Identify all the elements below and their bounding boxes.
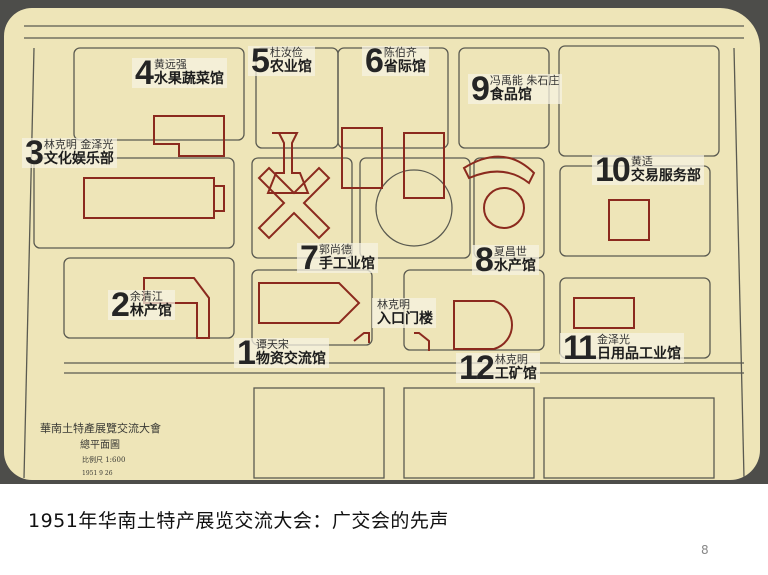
site-plan-map: 華南土特產展覽交流大會 總平面圖 比例尺 1:600 1951 9 26 4 黄… (4, 8, 760, 480)
pavilion-label-7: 7 郭尚德手工业馆 (297, 241, 378, 275)
pavilion-label-5: 5 杜汝俭农业馆 (248, 44, 315, 78)
map-date: 1951 9 26 (82, 470, 113, 477)
map-image-frame: 華南土特產展覽交流大會 總平面圖 比例尺 1:600 1951 9 26 4 黄… (0, 0, 768, 484)
pavilion-label-8: 8 夏昌世水产馆 (472, 243, 539, 277)
pavilion-label-1: 1 谭天宋物资交流馆 (234, 336, 329, 370)
pavilion-label-3: 3 林克明 金泽光文化娱乐部 (22, 136, 117, 170)
pavilion-label-2: 2 余清江林产馆 (108, 288, 175, 322)
map-scale: 比例尺 1:600 (82, 456, 126, 464)
slide-caption: 1951年华南土特产展览交流大会：广交会的先声 (28, 510, 449, 532)
map-drawing (23, 25, 745, 479)
entrance-gate-label: 林克明入口门楼 (372, 298, 436, 328)
pavilion-label-9: 9 冯禹能 朱石庄食品馆 (468, 72, 563, 106)
pavilion-label-6: 6 陈伯齐省际馆 (362, 44, 429, 78)
map-subtitle: 總平面圖 (80, 440, 120, 451)
pavilion-outlines (83, 115, 650, 351)
street-blocks (23, 25, 745, 479)
pavilion-label-12: 12 林克明工矿馆 (456, 351, 540, 385)
map-title: 華南土特產展覽交流大會 (40, 422, 161, 435)
pavilion-label-4: 4 黄远强水果蔬菜馆 (132, 56, 227, 90)
pavilion-label-11: 11 金泽光日用品工业馆 (560, 331, 684, 365)
pavilion-label-10: 10 黄适交易服务部 (592, 153, 704, 187)
page-number: 8 (701, 543, 709, 557)
